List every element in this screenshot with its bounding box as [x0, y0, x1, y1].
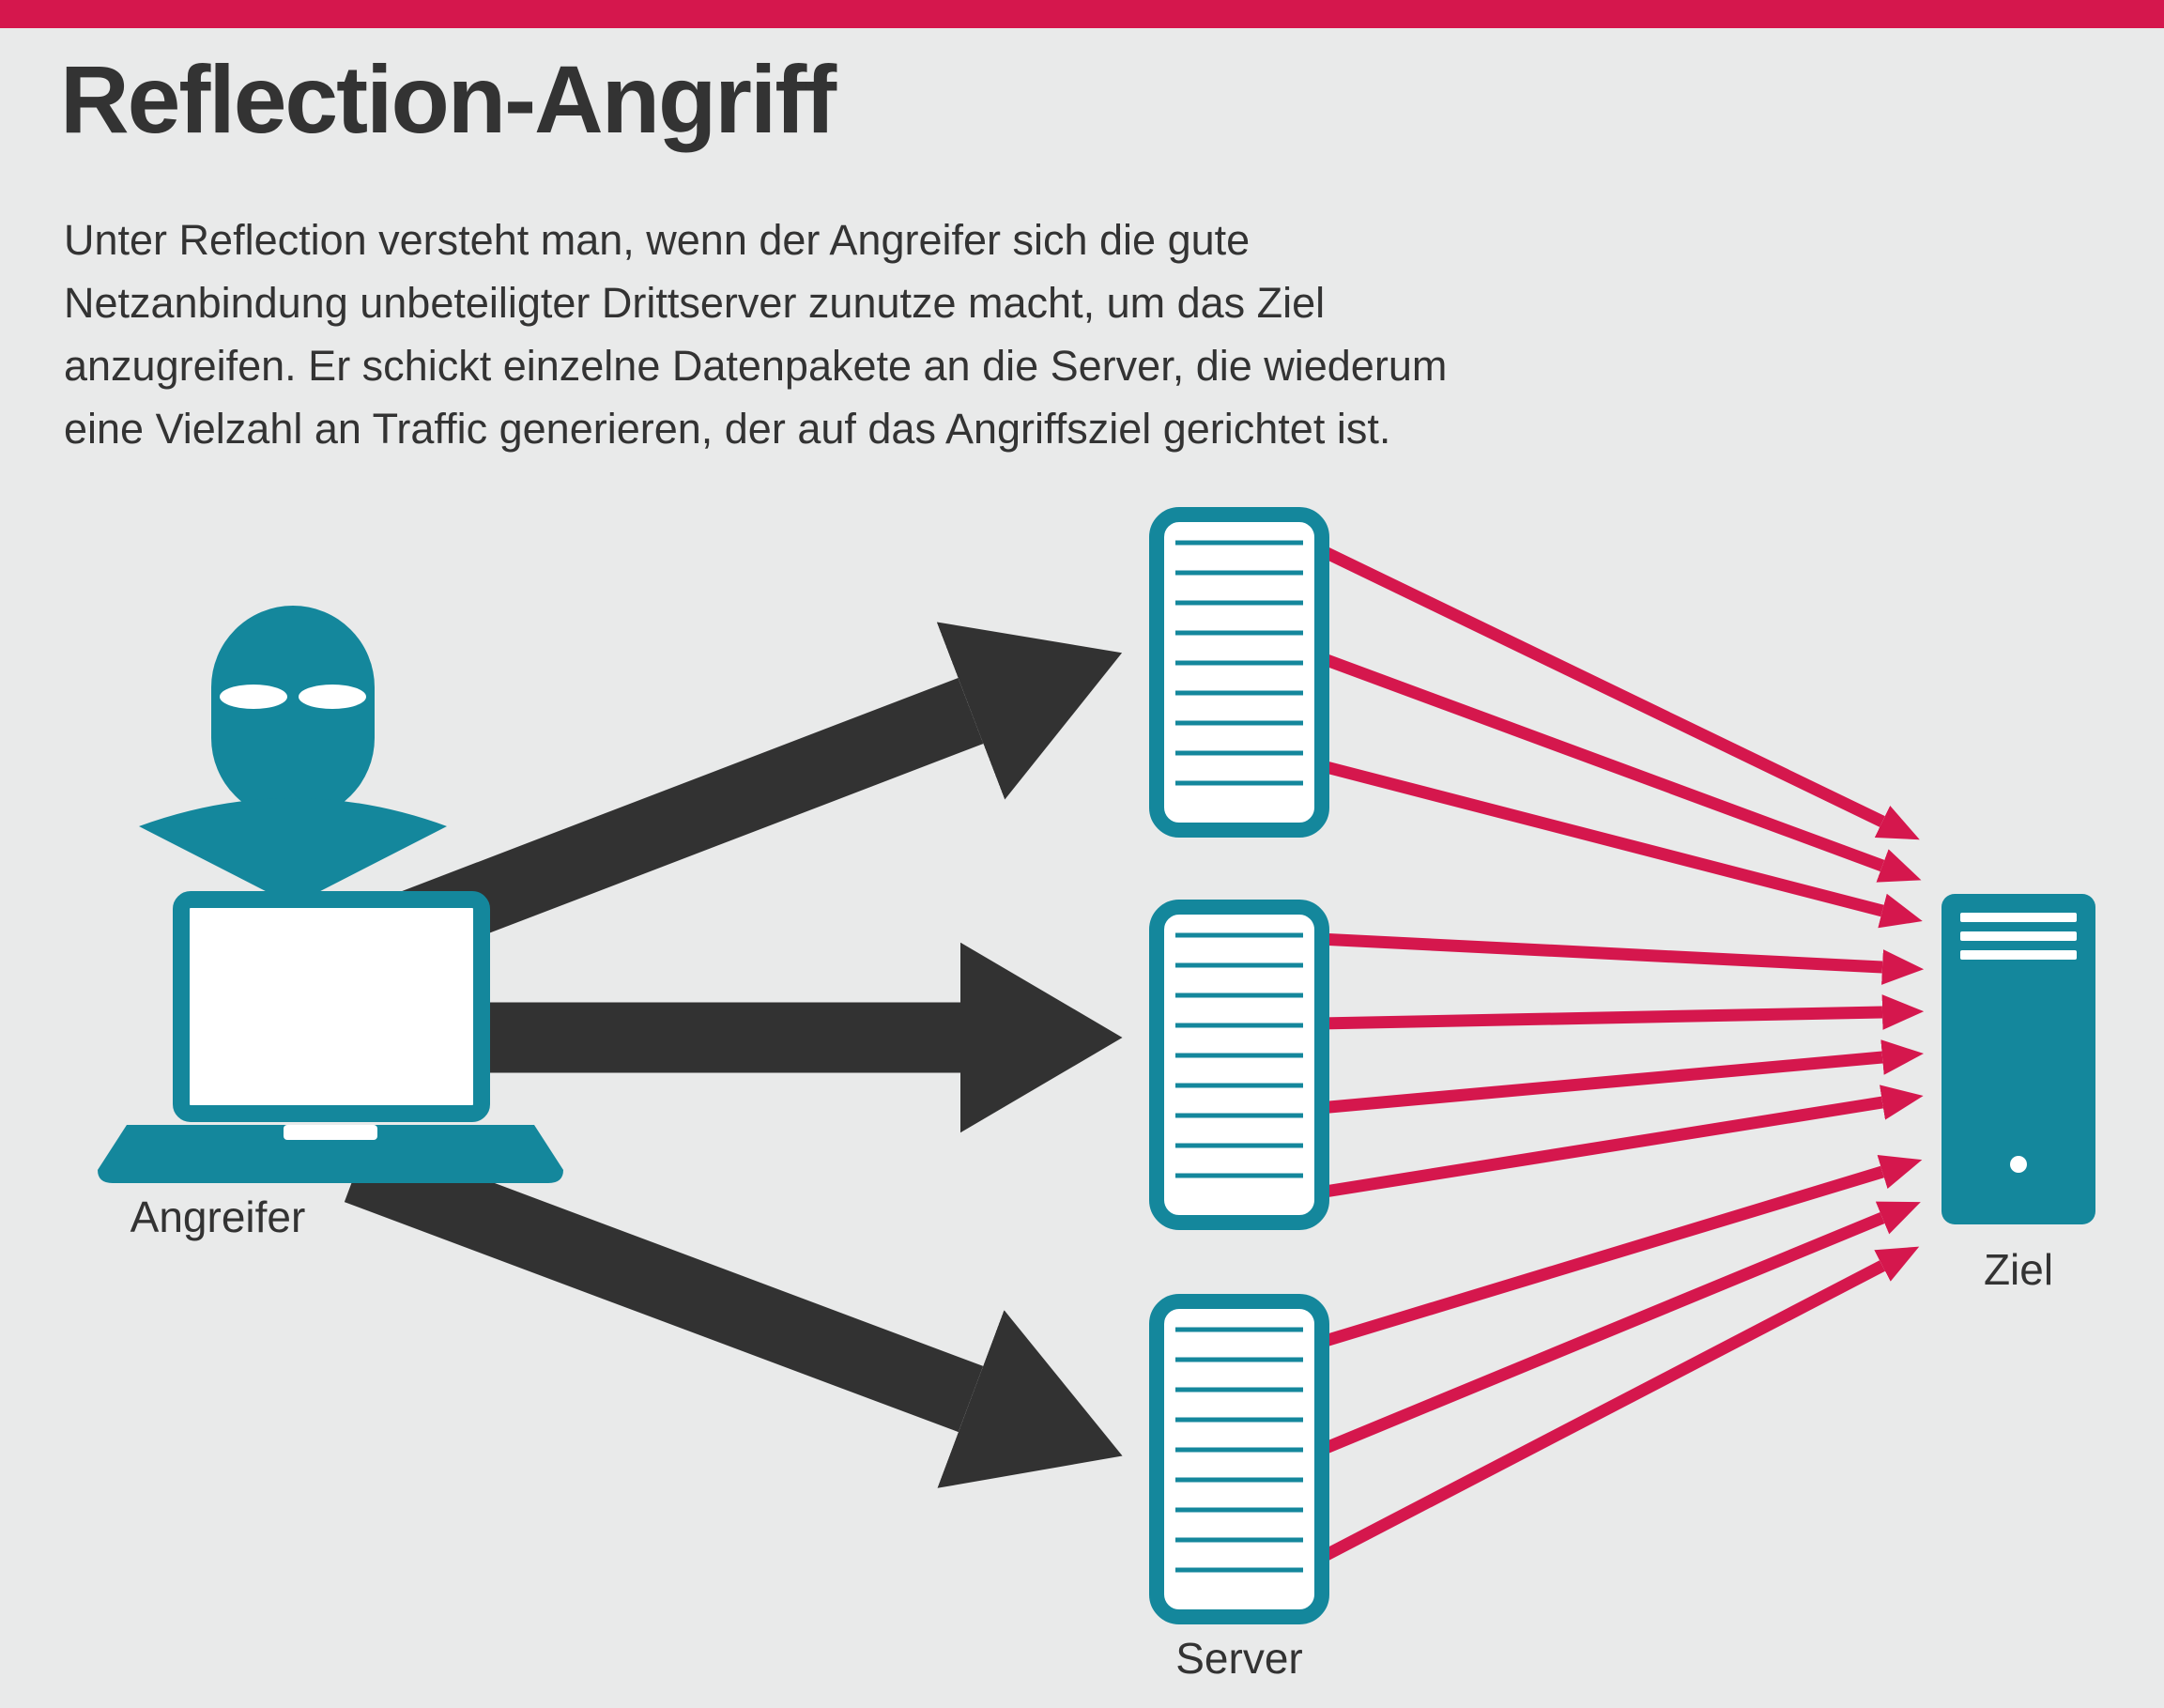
red-reflection-arrow	[1318, 932, 1925, 985]
page-title: Reflection-Angriff	[60, 46, 836, 153]
red-reflection-arrow	[1316, 544, 1920, 840]
red-reflection-arrow	[1316, 1246, 1920, 1564]
rack-server-icon	[1157, 1301, 1322, 1617]
intro-line: Netzanbindung unbeteiligter Drittserver …	[64, 279, 1326, 327]
balaclava-attacker-icon	[139, 606, 447, 905]
target-group: Ziel	[1941, 894, 2095, 1294]
red-reflection-arrow	[1316, 1201, 1921, 1457]
top-accent-bar	[0, 0, 2164, 28]
red-reflection-arrow	[1318, 994, 1925, 1030]
rack-server-icon	[1157, 907, 1322, 1223]
rack-server-icon	[1157, 515, 1322, 830]
intro-line: eine Vielzahl an Traffic generieren, der…	[64, 405, 1391, 453]
target-label: Ziel	[1984, 1245, 2053, 1294]
reflector-servers: Server	[1157, 515, 1322, 1683]
black-attack-arrow	[344, 1135, 1123, 1488]
tower-power-led	[2010, 1156, 2027, 1173]
server-label: Server	[1175, 1634, 1302, 1683]
intro-line: anzugreifen. Er schickt einzelne Datenpa…	[64, 342, 1448, 390]
intro-text: Unter Reflection versteht man, wenn der …	[64, 208, 1447, 460]
tower-server-icon	[1941, 894, 2095, 1224]
laptop-icon	[98, 891, 563, 1183]
red-reflection-arrow	[1318, 1039, 1925, 1115]
attacker-eye	[299, 685, 366, 709]
attacker-eye	[220, 685, 287, 709]
red-reflection-arrow	[1317, 759, 1923, 929]
red-reflection-arrow	[1316, 651, 1922, 883]
attacker-label: Angreifer	[130, 1193, 306, 1241]
intro-line: Unter Reflection versteht man, wenn der …	[64, 216, 1251, 264]
attacker-figure: Angreifer	[98, 606, 563, 1241]
red-reflection-arrow	[1317, 1154, 1923, 1349]
red-reflection-arrow	[1317, 1085, 1924, 1199]
reflected-traffic-arrows	[1316, 544, 1925, 1564]
